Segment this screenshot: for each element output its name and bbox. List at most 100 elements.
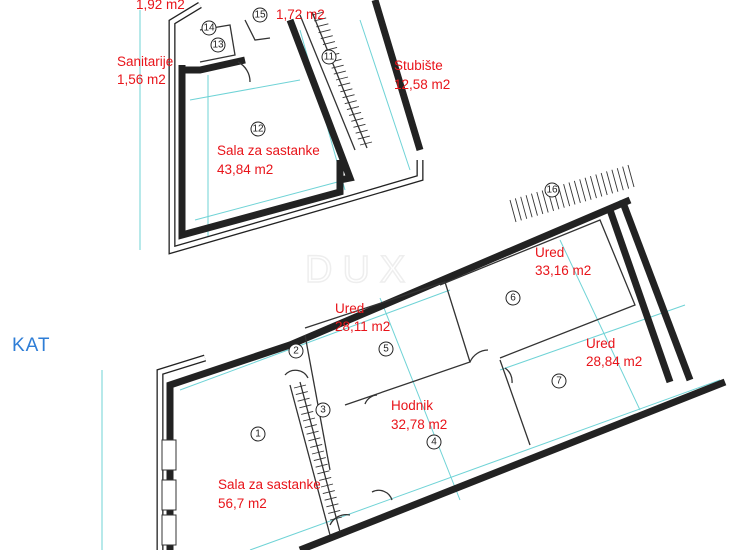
svg-text:5: 5 — [383, 344, 389, 355]
room-1-name: Sala za sastanke — [218, 477, 321, 492]
stair-tread — [297, 397, 310, 402]
svg-text:11: 11 — [324, 52, 335, 63]
stair-tread — [616, 168, 624, 191]
stair-tread — [301, 410, 314, 415]
room-13-area: 1,56 m2 — [117, 72, 166, 87]
stair-tread — [590, 176, 597, 199]
room-number-12: 12 — [250, 121, 266, 137]
stair-tread — [304, 424, 317, 429]
stair-tread — [326, 503, 339, 508]
svg-text:6: 6 — [510, 293, 516, 304]
room-number-5: 5 — [378, 341, 394, 357]
room-12-name: Sala za sastanke — [217, 143, 320, 158]
stair-tread — [606, 171, 613, 194]
svg-text:16: 16 — [546, 185, 558, 196]
stair-tread — [319, 476, 332, 481]
room-11-area: 12,58 m2 — [394, 77, 450, 92]
stair-tread — [322, 41, 336, 45]
stair-tread — [313, 457, 326, 462]
stair-tread — [320, 483, 334, 488]
svg-text:13: 13 — [212, 40, 224, 51]
stair-tread — [328, 509, 341, 514]
stair-tread — [314, 17, 327, 22]
staircase-16 — [509, 164, 635, 223]
room-number-2: 2 — [288, 343, 304, 359]
stair-tread — [308, 437, 321, 442]
room-number-7: 7 — [551, 373, 567, 389]
room-6-area: 33,16 m2 — [535, 263, 591, 278]
upper-building-walls — [168, 0, 424, 255]
room-6-name: Ured — [535, 245, 564, 260]
stair-tread — [353, 123, 366, 128]
room-number-15: 15 — [252, 7, 268, 23]
stair-tread — [563, 183, 571, 207]
stair-tread — [331, 64, 344, 69]
floor-title: KAT — [12, 335, 51, 356]
room-number-16: 16 — [544, 182, 560, 198]
svg-text:2: 2 — [293, 346, 299, 357]
stair-tread — [295, 391, 308, 396]
stair-tread — [520, 196, 528, 219]
room-12-area: 43,84 m2 — [217, 162, 273, 177]
room-11-name: Stubište — [394, 58, 443, 73]
stair-tread — [622, 166, 630, 189]
room-5-name: Ured — [335, 301, 364, 316]
stair-tread — [541, 190, 549, 213]
stair-tread — [344, 100, 357, 105]
stair-tread — [338, 82, 351, 87]
stair-tread — [311, 450, 325, 455]
stair-tread — [322, 490, 335, 495]
room-4-name: Hodnik — [391, 398, 433, 413]
svg-text:3: 3 — [320, 405, 326, 416]
stair-tread — [509, 199, 517, 223]
stair-tread — [340, 88, 353, 93]
svg-text:4: 4 — [431, 437, 437, 448]
watermark: DUX — [305, 249, 415, 291]
svg-text:7: 7 — [556, 376, 562, 387]
room-number-6: 6 — [505, 290, 521, 306]
stair-tread — [359, 141, 373, 146]
room-5-area: 28,11 m2 — [335, 319, 390, 334]
stair-tread — [355, 129, 368, 134]
room-4-area: 32,78 m2 — [391, 417, 447, 432]
stair-tread — [584, 177, 592, 200]
stair-tread — [531, 193, 538, 216]
stair-tread — [306, 430, 319, 435]
stair-tread — [348, 112, 362, 116]
stair-tread — [525, 195, 533, 218]
stair-tread — [333, 70, 346, 75]
stair-tread — [342, 94, 355, 99]
room-number-14: 14 — [201, 20, 217, 36]
room-number-11: 11 — [321, 49, 337, 65]
room-1-area: 56,7 m2 — [218, 496, 267, 511]
room-number-3: 3 — [315, 402, 331, 418]
stair-tread — [318, 29, 331, 34]
stair-tread — [311, 11, 325, 16]
svg-text:14: 14 — [203, 23, 215, 34]
svg-text:1: 1 — [255, 429, 261, 440]
room-number-1: 1 — [250, 426, 266, 442]
room-7-area: 28,84 m2 — [586, 354, 642, 369]
room-14-area: 1,92 m2 — [136, 0, 185, 12]
stair-tread — [310, 443, 323, 448]
stair-tread — [320, 35, 333, 40]
stair-tread — [514, 198, 522, 221]
staircase-11 — [311, 11, 373, 146]
stair-tread — [611, 169, 619, 192]
stair-tread — [329, 516, 343, 521]
stair-tread — [595, 174, 603, 197]
stair-tread — [351, 117, 364, 122]
room-number-13: 13 — [210, 37, 226, 53]
room-13-name: Sanitarije — [117, 54, 173, 69]
stair-tread — [299, 404, 312, 409]
stair-tread — [600, 172, 608, 196]
svg-text:15: 15 — [254, 10, 266, 21]
stair-tread — [568, 182, 576, 205]
stair-tread — [316, 23, 329, 28]
stair-tread — [335, 76, 349, 81]
stair-tread — [302, 417, 316, 422]
staircase-3 — [293, 384, 343, 521]
room-15-area: 1,72 m2 — [276, 7, 325, 22]
